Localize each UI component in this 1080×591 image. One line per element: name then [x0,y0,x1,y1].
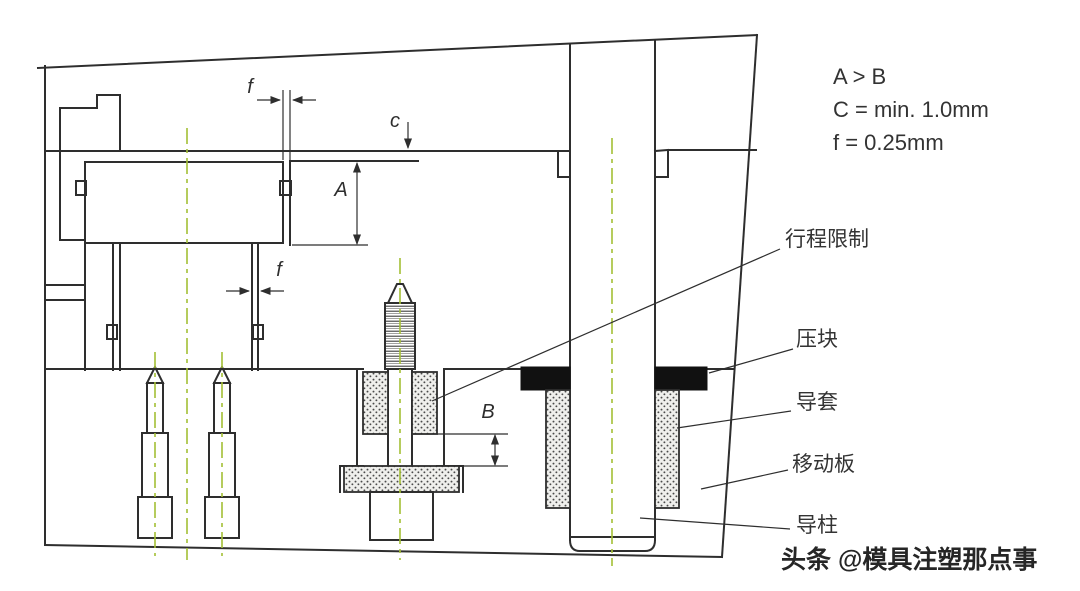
stroke-limiter-assembly [339,283,464,541]
note-a-gt-b: A > B [833,64,886,89]
side-lock-top-right [279,180,292,196]
leader-lines [431,248,794,530]
guide-pillar-assembly [520,39,708,552]
dim-f-top: f [247,76,255,98]
label-stroke-limit: 行程限制 [785,228,869,251]
note-c-min: C = min. 1.0mm [833,97,989,122]
watermark: 头条 @模具注塑那点事 [781,545,1037,574]
dim-b: B [481,401,494,423]
press-block-left [520,366,571,391]
limiter-sleeve-right [411,371,438,435]
side-lock-top-left [75,180,87,196]
guide-bushing-right [654,389,680,509]
limiter-sleeve-left [362,371,389,435]
limiter-flange [343,465,460,493]
note-f-value: f = 0.25mm [833,130,944,155]
side-lock-bottom-left [106,324,118,340]
limiter-head [369,491,434,541]
centerlines [154,128,613,566]
design-notes: A > B C = min. 1.0mm f = 0.25mm [833,64,989,155]
part-labels: 行程限制 压块 导套 移动板 导柱 [785,228,869,537]
label-press-block: 压块 [796,328,838,351]
side-lock-bottom-right [252,324,264,340]
label-guide-pillar: 导柱 [796,514,838,537]
dim-f-mid: f [276,259,284,281]
dim-c: c [390,110,400,132]
dim-a: A [333,179,347,201]
clamp-bracket [44,94,121,371]
stripper-insert [75,160,419,371]
mold-plates-outline [36,33,759,559]
press-block-right [654,366,708,391]
label-guide-bushing: 导套 [796,391,838,414]
guide-bushing-left [545,389,571,509]
label-moving-plate: 移动板 [792,453,855,476]
dimensions: f c A f B [226,76,508,467]
